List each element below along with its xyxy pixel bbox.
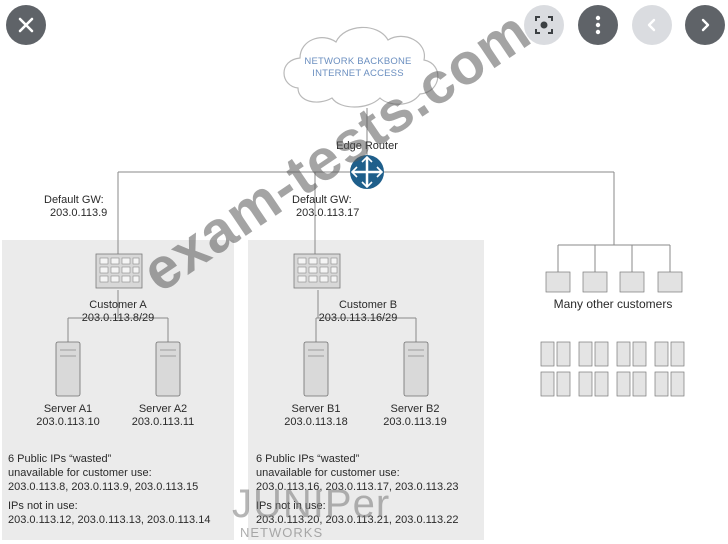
unused-a-title: IPs not in use:	[8, 500, 78, 512]
wasted-b-ips: 203.0.113.16, 203.0.113.17, 203.0.113.23	[256, 481, 459, 493]
wasted-b-subtitle: unavailable for customer use:	[256, 467, 400, 479]
cloud-line-1: NETWORK BACKBONE	[304, 56, 412, 67]
unused-a-ips: 203.0.113.12, 203.0.113.13, 203.0.113.14	[8, 514, 211, 526]
wasted-b-title: 6 Public IPs “wasted”	[256, 453, 360, 465]
lens-icon	[535, 16, 553, 34]
server-b1-label: Server B1	[291, 403, 341, 415]
gateway-a-ip: 203.0.113.9	[50, 207, 108, 219]
unused-b-ips: 203.0.113.20, 203.0.113.21, 203.0.113.22	[256, 514, 459, 526]
chevron-left-icon	[647, 18, 656, 32]
gateway-b-ip: 203.0.113.17	[296, 207, 360, 219]
gateway-b-label: Default GW:	[292, 194, 352, 206]
wasted-a-title: 6 Public IPs “wasted”	[8, 453, 112, 465]
other-customer-building-icon	[545, 271, 683, 293]
cloud-line-2: INTERNET ACCESS	[312, 68, 404, 79]
edge-router-label: Edge Router	[336, 140, 398, 152]
customer-a-label: Customer A	[89, 299, 147, 311]
gateway-a-label: Default GW:	[44, 194, 104, 206]
cloud-icon	[283, 26, 439, 108]
juniper-logo: JUNIPer	[232, 482, 391, 526]
wasted-a-subtitle: unavailable for customer use:	[8, 467, 152, 479]
customer-a-network: 203.0.113.8/29	[81, 312, 155, 324]
juniper-logo-subtitle: NETWORKS	[240, 525, 324, 540]
server-b2-label: Server B2	[390, 403, 440, 415]
unused-b-title: IPs not in use:	[256, 500, 326, 512]
wasted-a-ips: 203.0.113.8, 203.0.113.9, 203.0.113.15	[8, 481, 199, 493]
edge-router-icon	[350, 155, 384, 189]
visual-search-button[interactable]	[524, 5, 564, 45]
server-a1-ip: 203.0.113.10	[36, 416, 100, 428]
previous-button[interactable]	[632, 5, 672, 45]
close-icon	[18, 17, 34, 33]
close-button[interactable]	[6, 5, 46, 45]
customer-b-building-icon	[293, 253, 341, 289]
server-b2-ip: 203.0.113.19	[383, 416, 447, 428]
server-a2-label: Server A2	[138, 403, 188, 415]
more-options-button[interactable]	[578, 5, 618, 45]
many-customers-label: Many other customers	[553, 297, 673, 311]
cloud-label: NETWORK BACKBONE INTERNET ACCESS	[304, 56, 411, 80]
customer-b-panel	[248, 240, 484, 540]
other-customer-server-icons	[540, 341, 685, 397]
customer-b-network: 203.0.113.16/29	[318, 312, 398, 324]
customer-a-building-icon	[95, 253, 143, 289]
server-b1-ip: 203.0.113.18	[284, 416, 348, 428]
server-icons	[55, 341, 429, 397]
more-vertical-icon	[595, 15, 601, 35]
next-button[interactable]	[685, 5, 725, 45]
server-a2-ip: 203.0.113.11	[131, 416, 195, 428]
customer-b-label: Customer B	[338, 299, 398, 311]
server-a1-label: Server A1	[43, 403, 93, 415]
chevron-right-icon	[701, 18, 710, 32]
server-detail-marks	[60, 349, 424, 357]
